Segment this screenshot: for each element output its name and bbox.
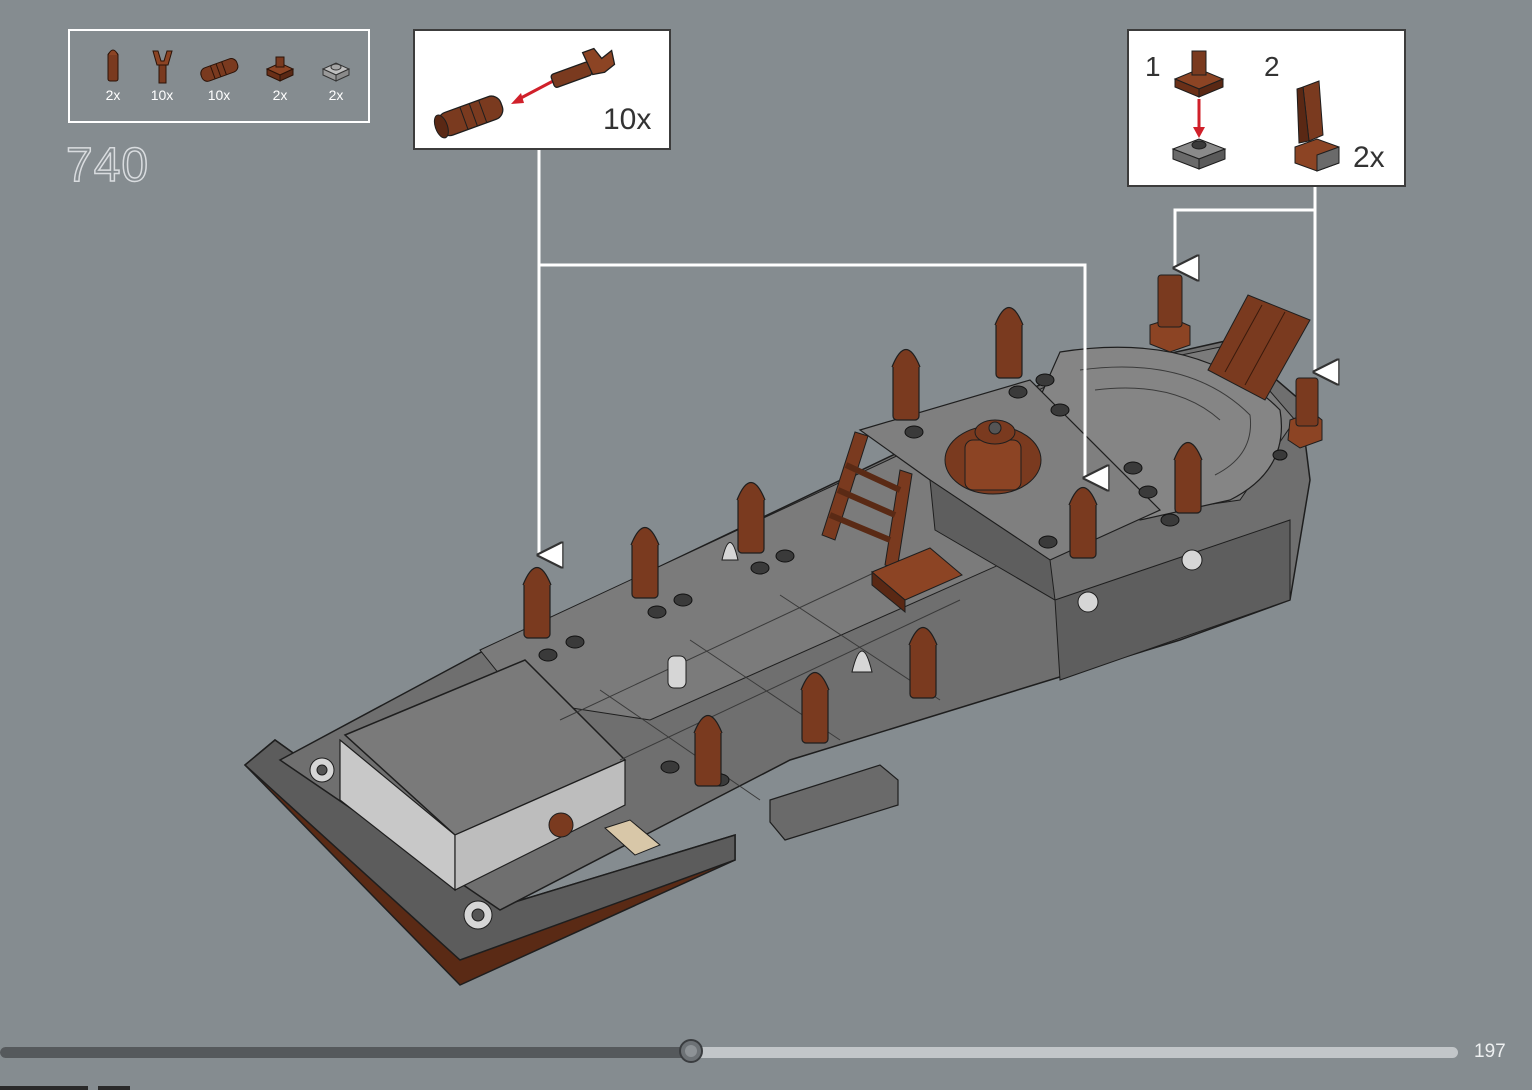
pin-connector-icon: [432, 93, 506, 139]
page-number: 197: [1474, 1041, 1506, 1063]
progress-fill: [0, 1047, 691, 1058]
red-arrow: [1193, 127, 1205, 138]
callout-qty: 2x: [1353, 141, 1385, 175]
progress-bar: [0, 1047, 1458, 1058]
bar-holder-clip-icon: [547, 43, 618, 90]
callout-sub-assembly-clip: 1 2 2x: [1127, 29, 1406, 187]
plate-clip-icon: [1175, 51, 1223, 97]
pin-into-clip-diagram: [429, 37, 629, 147]
callout-qty: 10x: [603, 103, 651, 137]
plate-1x1-gray-icon: [1173, 139, 1225, 169]
clip-on-plate-diagram: [1165, 39, 1285, 179]
sub-step-number: 1: [1145, 51, 1161, 83]
red-arrow: [511, 93, 524, 104]
callout-sub-assembly-pin: 10x: [413, 29, 671, 150]
progress-knob: [679, 1039, 703, 1063]
hull-body: [280, 340, 1310, 910]
corner-mark: [98, 1086, 130, 1090]
round-tile: [549, 813, 573, 837]
corner-mark: [0, 1086, 88, 1090]
